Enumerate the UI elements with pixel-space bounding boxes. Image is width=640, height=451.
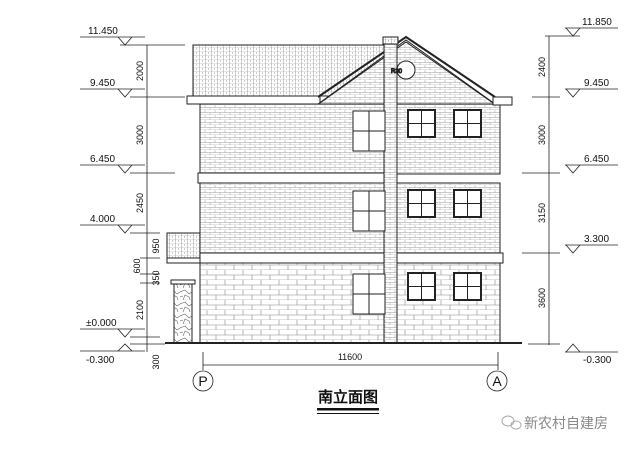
left-level-labels: 11.450 9.450 6.450 4.000 ±0.000 -0.300 <box>86 26 118 366</box>
bottom-dimension-label: 11600 <box>338 352 362 362</box>
left-dimension-chain <box>80 36 185 352</box>
svg-text:9.450: 9.450 <box>584 78 609 89</box>
porch-roof <box>166 232 201 259</box>
svg-text:600: 600 <box>132 258 142 273</box>
window <box>453 189 482 218</box>
right-dimension-labels: 2400 3000 3150 3600 <box>537 57 547 308</box>
window <box>453 109 482 138</box>
svg-text:3000: 3000 <box>135 125 145 145</box>
floor-band-lower <box>197 252 504 264</box>
svg-text:-0.300: -0.300 <box>583 355 612 366</box>
window <box>407 109 436 138</box>
middle-wall <box>199 182 501 255</box>
window <box>352 110 386 152</box>
right-eave <box>492 96 513 106</box>
windows <box>352 109 482 315</box>
svg-text:3150: 3150 <box>537 203 547 223</box>
floor-band-upper <box>197 172 386 184</box>
axis-label-a: A <box>492 373 502 389</box>
right-dimension-chain <box>522 27 618 353</box>
svg-text:2100: 2100 <box>135 300 145 320</box>
ground-stone-wall <box>199 262 501 344</box>
axis-bubble-p <box>192 370 214 392</box>
watermark: 新农村自建房 <box>501 415 608 432</box>
porch-beam <box>166 257 201 264</box>
title-underline-thin <box>317 413 379 414</box>
vent-label: R30 <box>391 69 403 75</box>
window <box>352 190 386 232</box>
svg-text:6.450: 6.450 <box>90 154 115 165</box>
window <box>407 189 436 218</box>
title-underline <box>317 408 379 411</box>
right-level-labels: 11.850 9.450 6.450 3.300 -0.300 <box>582 17 612 366</box>
round-vent <box>396 60 416 80</box>
window <box>453 272 482 301</box>
upper-wall <box>199 103 501 175</box>
svg-text:-0.300: -0.300 <box>86 355 115 366</box>
svg-text:300: 300 <box>151 354 161 369</box>
wechat-icon <box>501 415 522 430</box>
svg-text:2400: 2400 <box>537 57 547 77</box>
svg-text:11.450: 11.450 <box>88 26 118 37</box>
svg-text:3000: 3000 <box>537 125 547 145</box>
window <box>407 272 436 301</box>
window <box>352 273 386 315</box>
svg-text:350: 350 <box>151 270 161 285</box>
svg-text:±0.000: ±0.000 <box>86 318 117 329</box>
svg-text:11.850: 11.850 <box>582 17 612 28</box>
porch-column <box>173 283 193 344</box>
svg-text:3600: 3600 <box>537 288 547 308</box>
chimney-pipe <box>383 43 398 344</box>
svg-text:4.000: 4.000 <box>90 214 115 225</box>
gable-roof-edge <box>317 35 496 98</box>
left-eave <box>186 95 321 105</box>
svg-text:2000: 2000 <box>135 61 145 81</box>
left-dimension-labels: 2000 3000 2450 950 600 350 2100 300 <box>132 61 161 370</box>
axis-bubble-a <box>486 370 508 392</box>
building: R30 <box>165 35 522 344</box>
chimney-cap <box>382 36 399 45</box>
gable-roof-inner <box>319 41 494 104</box>
svg-text:950: 950 <box>151 238 161 253</box>
svg-text:6.450: 6.450 <box>584 154 609 165</box>
porch-column-cap <box>170 279 196 285</box>
bottom-dimension <box>192 352 508 392</box>
drawing-title: 南立面图 <box>318 388 378 406</box>
axis-label-p: P <box>198 373 207 389</box>
svg-text:新农村自建房: 新农村自建房 <box>524 416 608 432</box>
svg-text:9.450: 9.450 <box>90 78 115 89</box>
svg-text:3.300: 3.300 <box>584 234 609 245</box>
svg-text:2450: 2450 <box>135 193 145 213</box>
